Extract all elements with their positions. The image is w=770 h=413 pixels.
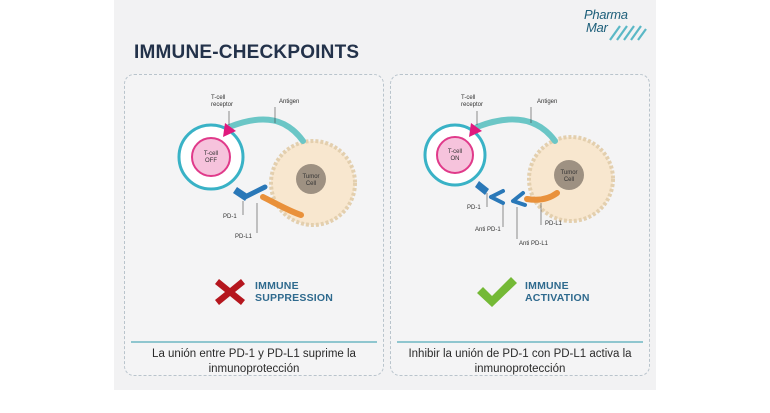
tcell-receptor-label-1: T-cell (461, 95, 475, 101)
tumor-label-2: Cell (306, 181, 316, 187)
page-title: IMMUNE-CHECKPOINTS (134, 42, 360, 63)
tcell-label-1: T-cell (204, 151, 218, 157)
status-immune-activation: IMMUNE ACTIVATION (525, 280, 590, 304)
status-line-1: IMMUNE (255, 280, 299, 292)
tcell-label-2: ON (451, 156, 460, 162)
antigen-arm (226, 116, 306, 144)
pd1-label: PD-1 (223, 214, 237, 220)
status-line-2: SUPPRESSION (255, 292, 334, 304)
tcell-nucleus (436, 136, 474, 174)
tcell-receptor (469, 123, 482, 137)
pdl1-marker (524, 190, 560, 203)
anti-pd1-marker (489, 189, 505, 205)
status-line-2: ACTIVATION (525, 292, 590, 304)
pd1-arm (242, 184, 268, 200)
anti-pdl1-label: Anti PD-L1 (519, 241, 549, 247)
tumor-label-2: Cell (564, 177, 574, 183)
logo-line-1: Pharma (584, 7, 628, 22)
tumor-nucleus (296, 164, 326, 194)
status-line-1: IMMUNE (525, 280, 569, 292)
tcell-nucleus (191, 137, 231, 177)
pdl1-marker (260, 194, 304, 218)
caption: La unión entre PD-1 y PD-L1 suprime la i… (129, 347, 379, 377)
checkpoint-diagram-off: Tumor Cell T-cell OFF T-cell (177, 95, 357, 240)
checkpoint-diagram-on: Tumor Cell T-cell ON (423, 95, 615, 247)
anti-pd1-label: Anti PD-1 (475, 227, 501, 233)
anti-pdl1-marker (511, 191, 527, 207)
logo-stripes-icon (609, 25, 647, 41)
tcell-label-2: OFF (205, 158, 217, 164)
tcell-receptor-label-2: receptor (461, 102, 483, 108)
tcell-receptor-label-2: receptor (211, 102, 233, 108)
antigen-label: Antigen (279, 99, 299, 105)
slide: Pharma Mar IMMUNE-CHECKPOINTS Tumor Cell (114, 0, 656, 390)
tumor-label-1: Tumor (302, 174, 319, 180)
antigen-label: Antigen (537, 99, 557, 105)
caption-divider (131, 341, 377, 343)
caption-line-1: La unión entre PD-1 y PD-L1 suprime la (152, 348, 356, 360)
tcell-label-1: T-cell (448, 149, 462, 155)
pd1-marker (475, 181, 489, 195)
tumor-label-1: Tumor (560, 170, 577, 176)
tcell-receptor-label-1: T-cell (211, 95, 225, 101)
panel-immune-suppression: Tumor Cell T-cell OFF T-cell (124, 74, 384, 376)
caption: Inhibir la unión de PD-1 con PD-L1 activ… (395, 347, 645, 377)
tumor-nucleus (554, 160, 584, 190)
caption-divider (397, 341, 643, 343)
pdl1-label: PD-L1 (235, 234, 253, 240)
pdl1-label: PD-L1 (545, 221, 563, 227)
caption-line-2: inmunoprotección (474, 363, 566, 375)
check-icon (477, 277, 517, 307)
pharmamar-logo: Pharma Mar (580, 4, 650, 44)
status-immune-suppression: IMMUNE SUPPRESSION (255, 280, 333, 304)
caption-line-2: inmunoprotección (208, 363, 300, 375)
pd1-label: PD-1 (467, 205, 481, 211)
panel-immune-activation: Tumor Cell T-cell ON (390, 74, 650, 376)
logo-line-2: Mar (586, 20, 608, 35)
tcell-receptor (223, 123, 236, 137)
caption-line-1: Inhibir la unión de PD-1 con PD-L1 activ… (408, 348, 632, 360)
cross-icon (215, 279, 245, 305)
antigen-arm (474, 116, 558, 144)
